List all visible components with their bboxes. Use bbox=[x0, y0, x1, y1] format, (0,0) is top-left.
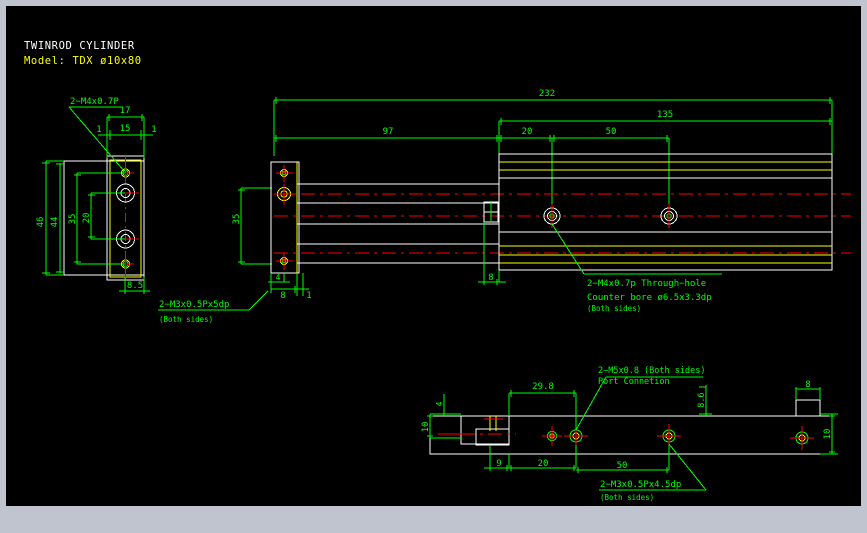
dimension-50-bottom bbox=[576, 445, 670, 473]
dimension-10-left bbox=[427, 413, 461, 439]
dimension-label-29p8: 29.8 bbox=[532, 382, 554, 392]
dimension-44 bbox=[56, 163, 64, 273]
callout-m4-through-hole: 2−M4x0.7p Through−hole Counter bore ø6.5… bbox=[551, 223, 722, 313]
callout-m5-port-line-1: 2−M5x0.8 (Both sides) bbox=[598, 366, 705, 376]
dimension-label-1-front: 1 bbox=[306, 291, 311, 301]
dimension-label-15: 15 bbox=[120, 124, 131, 134]
dimension-135 bbox=[498, 118, 833, 156]
dimension-35-front bbox=[238, 187, 272, 265]
dimension-8-endplate bbox=[270, 273, 309, 296]
callout-m3-45dp-note: (Both sides) bbox=[600, 493, 654, 502]
dimension-label-8p6: 8.6 bbox=[697, 392, 707, 407]
dimension-10-right bbox=[820, 413, 838, 455]
dimension-46 bbox=[42, 160, 64, 276]
dimension-label-232: 232 bbox=[539, 89, 555, 99]
dimension-label-4-front: 4 bbox=[276, 273, 281, 282]
dimension-label-8-endplate: 8 bbox=[280, 291, 285, 301]
dimension-8-mid bbox=[478, 222, 506, 285]
callout-m4-through-hole-note: (Both sides) bbox=[587, 304, 641, 313]
callout-m5-port-line-2: Port Connetion bbox=[598, 377, 670, 387]
callout-m4-tap-line-1: 2−M4x0.7P bbox=[70, 97, 119, 107]
dimension-label-50-front: 50 bbox=[606, 127, 617, 137]
callout-m4-through-hole-line-1: 2−M4x0.7p Through−hole bbox=[587, 279, 706, 289]
callout-m3-45dp-line-1: 2−M3x0.5Px4.5dp bbox=[600, 480, 681, 490]
dimension-20-bottom bbox=[509, 445, 577, 471]
dimension-label-46: 46 bbox=[36, 217, 46, 228]
dimension-label-44: 44 bbox=[50, 217, 60, 228]
front-section-view: 232 135 97 bbox=[232, 89, 851, 313]
dimension-label-17: 17 bbox=[120, 106, 131, 116]
drawing-title: TWINROD CYLINDER bbox=[24, 40, 135, 52]
dimension-label-1-left-a: 1 bbox=[96, 125, 101, 135]
dimension-label-10-right: 10 bbox=[823, 429, 833, 440]
bottom-view: 29.8 4 10 bbox=[421, 366, 838, 502]
dimension-20-left bbox=[88, 192, 125, 240]
bottom-hole-right bbox=[790, 426, 814, 450]
dimension-232 bbox=[273, 97, 833, 156]
callout-m4-through-hole-line-2: Counter bore ø6.5x3.3dp bbox=[587, 293, 712, 303]
dimension-97 bbox=[273, 135, 499, 156]
callout-m3-5dp: 2−M3x0.5Px5dp (Both sides) bbox=[158, 290, 269, 324]
left-end-view: 46 44 35 bbox=[36, 97, 269, 324]
dimension-label-8-mid: 8 bbox=[488, 273, 493, 283]
end-plate-hole-bottom bbox=[276, 253, 293, 270]
dimension-label-10-left: 10 bbox=[421, 422, 431, 433]
dimension-label-4-bottom: 4 bbox=[435, 401, 444, 406]
dimension-label-20-bottom: 20 bbox=[538, 459, 549, 469]
dimension-8p6 bbox=[699, 385, 712, 416]
dimension-8-bottom bbox=[795, 387, 821, 400]
callout-m3-5dp-line-1: 2−M3x0.5Px5dp bbox=[159, 300, 229, 310]
dimension-label-50-bottom: 50 bbox=[617, 461, 628, 471]
dimension-label-20-left: 20 bbox=[82, 213, 92, 224]
dimension-label-20-front: 20 bbox=[522, 127, 533, 137]
cad-drawing-canvas[interactable]: TWINROD CYLINDER Model: TDX ø10x80 bbox=[6, 6, 861, 506]
through-hole-counterbore-2 bbox=[660, 204, 678, 228]
bottom-hole-1 bbox=[542, 426, 562, 446]
dimension-label-135: 135 bbox=[657, 110, 673, 120]
dimension-29p8 bbox=[508, 390, 577, 430]
dimension-label-8-bottom: 8 bbox=[805, 380, 810, 390]
dimension-35-left bbox=[74, 172, 125, 265]
callout-m3-45dp: 2−M3x0.5Px4.5dp (Both sides) bbox=[599, 443, 707, 502]
dimension-label-9: 9 bbox=[496, 459, 501, 469]
dimension-label-8p5: 8.5 bbox=[127, 281, 143, 291]
tapped-hole-bottom bbox=[117, 256, 134, 273]
dimension-8p5 bbox=[119, 277, 150, 294]
drawing-model: Model: TDX ø10x80 bbox=[24, 55, 142, 67]
callout-m4-tap: 2−M4x0.7P bbox=[68, 97, 125, 172]
dimension-label-35-left: 35 bbox=[68, 214, 78, 225]
dimension-17 bbox=[106, 114, 145, 158]
dimension-label-35-front: 35 bbox=[232, 214, 242, 225]
callout-m3-5dp-note: (Both sides) bbox=[159, 315, 213, 324]
dimension-20-front bbox=[499, 135, 553, 216]
dimension-50-front bbox=[552, 135, 670, 216]
end-plate-hole-top bbox=[276, 165, 293, 182]
callout-m5-port: 2−M5x0.8 (Both sides) Port Connetion bbox=[575, 366, 705, 431]
dimension-15 bbox=[98, 130, 153, 140]
cad-drawing-svg: TWINROD CYLINDER Model: TDX ø10x80 bbox=[24, 40, 851, 502]
dimension-label-97: 97 bbox=[383, 127, 394, 137]
dimension-label-1-left-b: 1 bbox=[151, 125, 156, 135]
